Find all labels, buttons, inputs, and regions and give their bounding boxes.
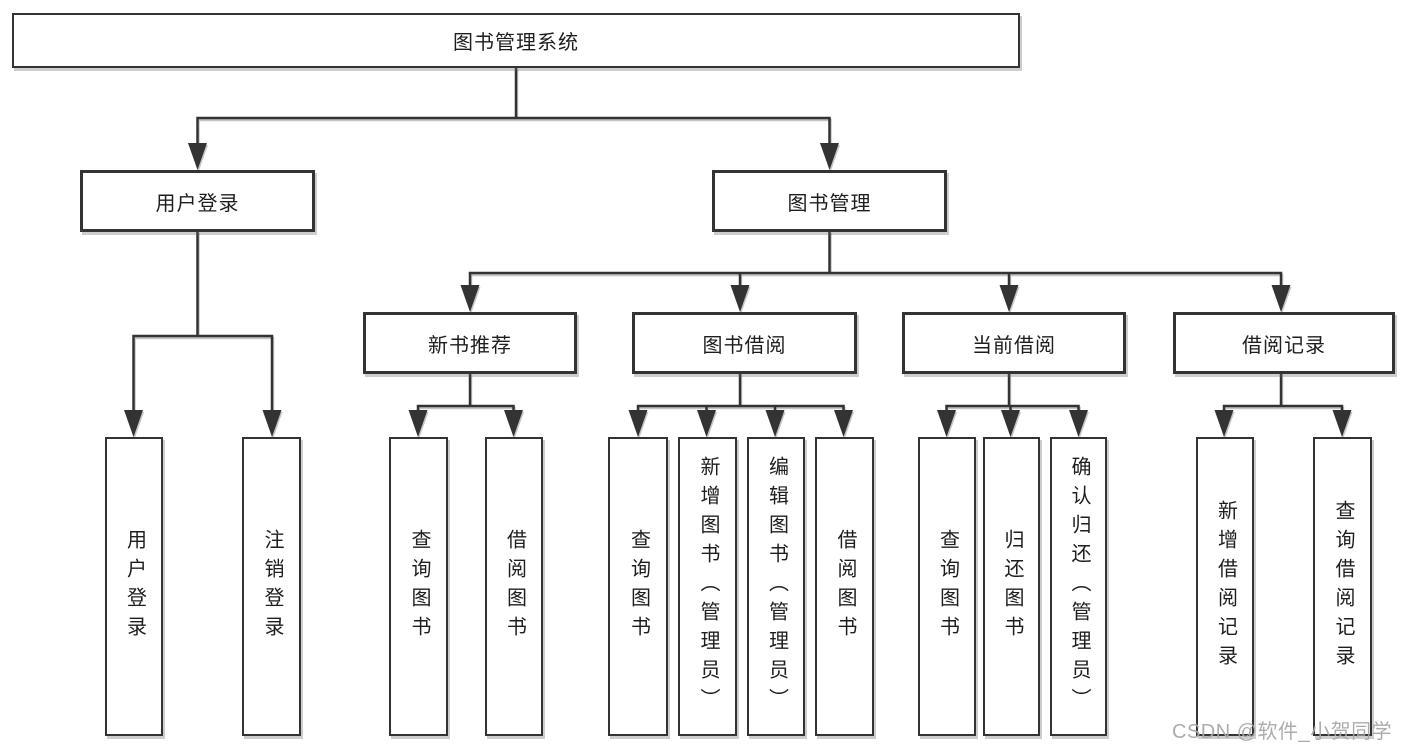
node-label: 用户登录 <box>155 192 240 215</box>
arrowhead <box>1332 410 1352 437</box>
leaf-logout: 注销登录 <box>242 437 301 736</box>
arrowhead <box>820 143 839 170</box>
arrowhead <box>408 410 428 437</box>
leaf-label: 新增借阅记录 <box>1214 499 1237 674</box>
leaf-label: 查询图书 <box>936 528 959 645</box>
node-borrowing-records: 借阅记录 <box>1173 312 1395 374</box>
leaf-label: 归还图书 <box>1001 528 1023 645</box>
leaf-bb-add-books-admin: 新增图书（管理员） <box>678 437 737 736</box>
arrowhead <box>765 410 785 437</box>
arrowhead <box>1001 410 1020 437</box>
leaf-bb-edit-books-admin: 编辑图书（管理员） <box>747 437 805 736</box>
leaf-label: 查询图书 <box>408 528 430 645</box>
arrowhead <box>188 143 207 170</box>
node-label: 图书借阅 <box>702 334 787 357</box>
node-library-management-system: 图书管理系统 <box>12 13 1020 68</box>
node-book-management: 图书管理 <box>712 170 947 232</box>
leaf-label: 借阅图书 <box>834 528 856 645</box>
leaf-nbr-borrow-books: 借阅图书 <box>485 437 543 736</box>
arrowhead <box>262 410 282 437</box>
leaf-br-add-borrow-record: 新增借阅记录 <box>1196 437 1254 736</box>
leaf-label: 用户登录 <box>123 528 146 645</box>
node-new-book-recommend: 新书推荐 <box>363 312 577 374</box>
arrowhead <box>1271 285 1291 312</box>
arrowhead <box>504 410 523 437</box>
arrowhead <box>999 285 1019 312</box>
arrowhead <box>460 285 480 312</box>
arrowhead <box>730 285 750 312</box>
leaf-cb-query-books: 查询图书 <box>918 437 976 736</box>
leaf-label: 借阅图书 <box>503 528 526 645</box>
node-user-login: 用户登录 <box>80 170 315 232</box>
arrowhead <box>937 410 956 437</box>
arrowhead <box>1069 410 1088 437</box>
leaf-bb-query-books: 查询图书 <box>608 437 668 736</box>
leaf-label: 查询借阅记录 <box>1332 499 1354 674</box>
watermark: CSDN @软件_小贺同学 <box>1172 721 1393 743</box>
leaf-label: 注销登录 <box>261 528 283 645</box>
leaf-nbr-query-books: 查询图书 <box>389 437 448 736</box>
arrowhead <box>1214 410 1234 437</box>
leaf-label: 编辑图书（管理员） <box>765 456 788 717</box>
node-label: 图书管理 <box>787 192 872 215</box>
leaf-cb-return-books: 归还图书 <box>983 437 1040 736</box>
arrowhead <box>697 410 716 437</box>
arrowhead <box>124 410 143 437</box>
leaf-label: 新增图书（管理员） <box>697 456 719 717</box>
arrowhead <box>834 410 853 437</box>
node-label: 当前借阅 <box>972 334 1056 357</box>
leaf-cb-confirm-return-admin: 确认归还（管理员） <box>1050 437 1107 736</box>
leaf-label: 确认归还（管理员） <box>1068 456 1090 717</box>
node-label: 图书管理系统 <box>453 32 579 54</box>
leaf-user-login: 用户登录 <box>105 437 163 736</box>
arrowhead <box>628 410 648 437</box>
leaf-br-query-borrow-record: 查询借阅记录 <box>1313 437 1372 736</box>
node-current-borrowing: 当前借阅 <box>902 312 1126 374</box>
node-label: 借阅记录 <box>1242 334 1326 357</box>
node-label: 新书推荐 <box>428 334 512 357</box>
leaf-bb-borrow-books: 借阅图书 <box>815 437 874 736</box>
leaf-label: 查询图书 <box>627 528 650 645</box>
node-book-borrowing: 图书借阅 <box>632 312 857 374</box>
